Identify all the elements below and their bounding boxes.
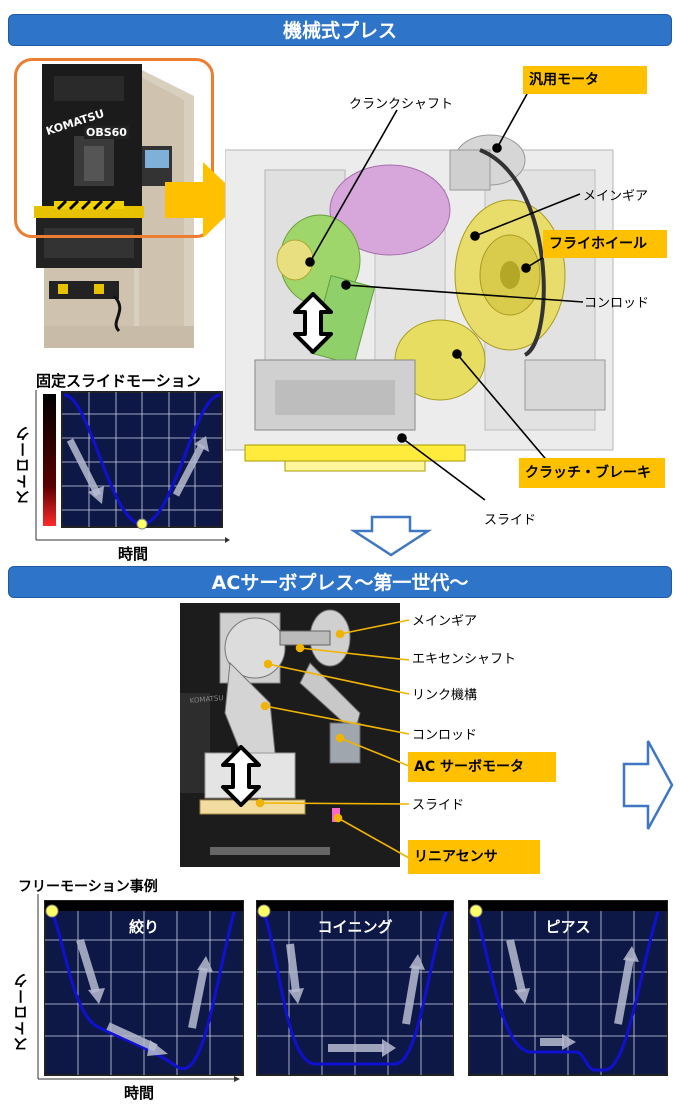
- callout-clutch-brake: クラッチ・ブレーキ: [519, 458, 665, 488]
- fixed-motion-graph: [35, 390, 230, 543]
- callout-flywheel: フライホイール: [543, 230, 667, 258]
- free-motion-panel-drawing: [256, 900, 454, 1076]
- free-motion-panel-drawing: [468, 900, 668, 1076]
- servo-label-eccentric-shaft: エキセンシャフト: [412, 652, 517, 667]
- free-motion-panel-title: 絞り: [128, 918, 159, 936]
- yellow-arrow-icon: [165, 162, 243, 238]
- servo-label-slide: スライド: [412, 798, 465, 813]
- mech-leader-lines: [305, 93, 584, 501]
- free-motion-axes: [37, 894, 240, 1082]
- fixed-motion-title: 固定スライドモーション: [36, 372, 201, 390]
- machine-model-text: OBS60: [84, 126, 129, 139]
- label-crankshaft: クランクシャフト: [349, 97, 454, 112]
- servo-press-banner: ACサーボプレス～第一世代～: [8, 566, 672, 598]
- servo-label-conrod: コンロッド: [412, 728, 478, 743]
- free-motion-xlabel: 時間: [124, 1084, 155, 1102]
- press-machine-photo: [14, 56, 224, 356]
- callout-ac-servo-motor: AC サーボモータ: [408, 752, 556, 782]
- callout-general-motor: 汎用モータ: [523, 66, 647, 94]
- mechanical-press-drawing: [225, 130, 615, 500]
- highlight-frame: [14, 58, 214, 238]
- free-motion-title: フリーモーション事例: [18, 879, 158, 895]
- free-motion-panel-title: コイニング: [317, 918, 393, 936]
- free-motion-ylabel: ストローク: [12, 972, 30, 1052]
- right-arrow-icon: [622, 740, 674, 830]
- servo-label-main-gear: メインギア: [412, 614, 478, 629]
- label-main-gear: メインギア: [583, 189, 649, 204]
- fixed-motion-xlabel: 時間: [118, 545, 149, 563]
- down-arrow-icon: [350, 515, 432, 557]
- label-slide: スライド: [484, 513, 537, 528]
- callout-linear-sensor: リニアセンサ: [408, 840, 540, 874]
- servo-leader-lines: [255, 619, 410, 859]
- servo-machine-brand: KOMATSU: [189, 694, 223, 705]
- stroke-double-arrow-icon: [293, 292, 333, 354]
- label-conrod: コンロッド: [584, 296, 650, 311]
- mechanical-press-banner: 機械式プレス: [8, 14, 672, 46]
- servo-label-link: リンク機構: [412, 688, 478, 703]
- free-motion-panel-title: ピアス: [545, 918, 591, 936]
- free-motion-panel-drawing: [44, 900, 244, 1076]
- servo-stroke-double-arrow-icon: [221, 745, 261, 807]
